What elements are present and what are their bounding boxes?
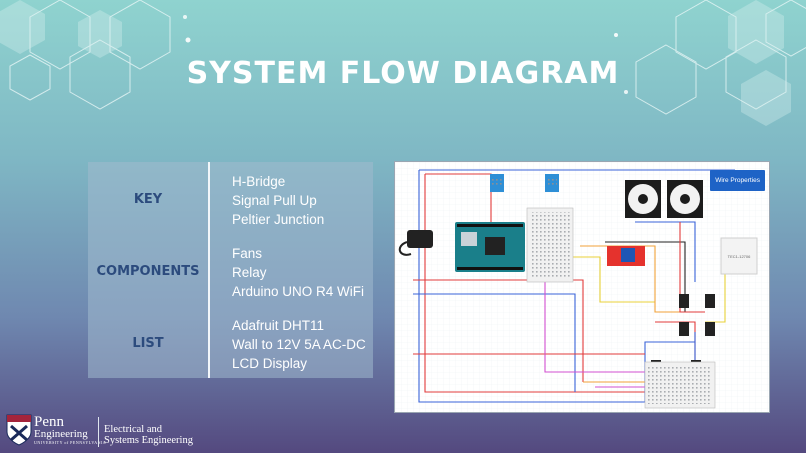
- legend-group-list: Adafruit DHT11 Wall to 12V 5A AC-DC LCD …: [232, 316, 366, 373]
- schematic-canvas: TEC1-12706: [395, 162, 769, 412]
- legend-heading-list: LIST: [132, 336, 164, 351]
- dht11-sensor-icon: [490, 174, 559, 192]
- peltier-label: TEC1-12706: [728, 254, 751, 259]
- peltier-junction-icon: TEC1-12706: [720, 237, 758, 275]
- legend-item: Peltier Junction: [232, 212, 325, 227]
- slide-title: SYSTEM FLOW DIAGRAM: [186, 56, 620, 91]
- legend-group-components: Fans Relay Arduino UNO R4 WiFi: [232, 244, 364, 301]
- legend-divider: [208, 162, 210, 378]
- legend-item: Signal Pull Up: [232, 193, 317, 208]
- fan-icon: [625, 180, 703, 218]
- circuit-schematic[interactable]: TEC1-12706 Wire Properties: [394, 161, 770, 413]
- legend-panel: KEY COMPONENTS LIST H-Bridge Signal Pull…: [88, 162, 373, 378]
- department-name: Electrical and Systems Engineering: [104, 424, 193, 446]
- hexagon-pattern-right: [614, 0, 806, 126]
- legend-item: LCD Display: [232, 356, 308, 371]
- legend-item: Fans: [232, 246, 263, 261]
- wire-properties-button[interactable]: Wire Properties: [710, 170, 765, 191]
- penn-engineering-logo: Penn Engineering UNIVERSITY of PENNSYLVA…: [34, 414, 107, 446]
- legend-item: Relay: [232, 265, 267, 280]
- penn-shield-icon: [6, 414, 32, 446]
- legend-item: Adafruit DHT11: [232, 318, 325, 333]
- arduino-board-icon: [455, 222, 525, 272]
- hexagon-pattern-left: [0, 0, 191, 110]
- footer-separator: [98, 417, 99, 447]
- relay-module-icon: [607, 246, 645, 266]
- legend-group-key: H-Bridge Signal Pull Up Peltier Junction: [232, 172, 324, 229]
- legend-item: H-Bridge: [232, 174, 286, 189]
- legend-item: Arduino UNO R4 WiFi: [232, 284, 365, 299]
- legend-heading-components: COMPONENTS: [96, 264, 200, 279]
- ac-adapter-icon: [398, 230, 433, 256]
- legend-item: Wall to 12V 5A AC-DC: [232, 337, 366, 352]
- legend-heading-key: KEY: [133, 192, 163, 207]
